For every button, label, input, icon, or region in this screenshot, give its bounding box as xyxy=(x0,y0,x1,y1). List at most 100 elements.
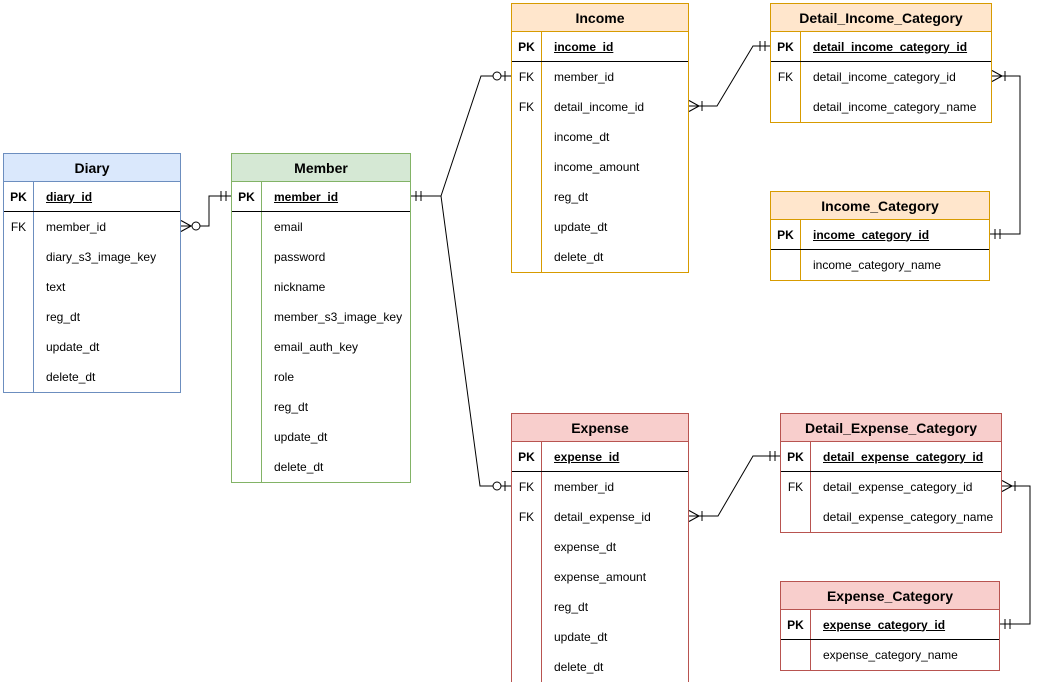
entity-row: detail_expense_category_name xyxy=(781,502,1001,532)
row-field-name: text xyxy=(46,280,66,294)
row-field-name: member_id xyxy=(554,480,615,494)
row-field-name: expense_id xyxy=(554,449,620,464)
row-key-label xyxy=(512,152,542,182)
connector-detail_income_category-income_category[interactable] xyxy=(990,70,1021,240)
row-key-label: PK xyxy=(771,32,801,61)
row-field-name: email_auth_key xyxy=(274,340,359,354)
row-field-name: member_s3_image_key xyxy=(274,310,403,324)
entity-row: member_s3_image_key xyxy=(232,302,410,332)
entity-row: expense_dt xyxy=(512,532,688,562)
entity-title-expense: Expense xyxy=(512,414,688,442)
row-field-name: expense_category_name xyxy=(823,648,958,662)
row-key-label xyxy=(4,242,34,272)
row-field-name: reg_dt xyxy=(46,310,81,324)
row-key-label xyxy=(232,422,262,452)
connector-member-expense[interactable] xyxy=(411,191,511,491)
row-key-label xyxy=(781,640,811,670)
row-field-name: income_dt xyxy=(554,130,610,144)
row-field-name: detail_income_id xyxy=(554,100,645,114)
entity-row: text xyxy=(4,272,180,302)
connector-expense-detail_expense_category[interactable] xyxy=(688,451,780,522)
entity-row: role xyxy=(232,362,410,392)
row-field-name: expense_amount xyxy=(554,570,647,584)
row-field-name: delete_dt xyxy=(46,370,96,384)
row-key-label: PK xyxy=(232,182,262,211)
entity-title-expense_category: Expense_Category xyxy=(781,582,999,610)
row-key-label: PK xyxy=(781,442,811,471)
row-field-name: delete_dt xyxy=(554,250,604,264)
row-key-label xyxy=(512,652,542,682)
entity-row: expense_amount xyxy=(512,562,688,592)
row-field-name: reg_dt xyxy=(554,600,589,614)
row-key-label xyxy=(4,302,34,332)
entity-title-diary: Diary xyxy=(4,154,180,182)
entity-row: update_dt xyxy=(4,332,180,362)
row-key-label: PK xyxy=(781,610,811,639)
connector-member-income[interactable] xyxy=(411,71,511,201)
entity-row: income_category_name xyxy=(771,250,989,280)
entity-row: FK detail_income_category_id xyxy=(771,62,991,92)
row-field-name: member_id xyxy=(46,220,107,234)
entity-row: email_auth_key xyxy=(232,332,410,362)
row-key-label xyxy=(4,362,34,392)
row-field-name: detail_expense_category_name xyxy=(823,510,994,524)
row-field-name: nickname xyxy=(274,280,326,294)
entity-row: reg_dt xyxy=(512,592,688,622)
row-field-name: detail_expense_id xyxy=(554,510,651,524)
row-key-label xyxy=(512,592,542,622)
row-field-name: income_category_id xyxy=(813,227,930,242)
row-key-label xyxy=(512,242,542,272)
row-key-label xyxy=(771,92,801,122)
row-key-label xyxy=(232,242,262,272)
row-field-name: update_dt xyxy=(274,430,328,444)
entity-row: nickname xyxy=(232,272,410,302)
connector-diary-member[interactable] xyxy=(180,191,231,232)
entity-row: update_dt xyxy=(512,622,688,652)
entity-row: email xyxy=(232,212,410,242)
row-key-label: PK xyxy=(512,442,542,471)
entity-row: update_dt xyxy=(512,212,688,242)
row-key-label: FK xyxy=(512,472,542,502)
row-key-label: FK xyxy=(781,472,811,502)
row-field-name: role xyxy=(274,370,295,384)
row-key-label xyxy=(771,250,801,280)
entity-row: income_dt xyxy=(512,122,688,152)
entity-title-income_category: Income_Category xyxy=(771,192,989,220)
row-key-label: FK xyxy=(4,212,34,242)
connector-income-detail_income_category[interactable] xyxy=(688,41,770,112)
row-field-name: diary_id xyxy=(46,189,93,204)
entity-row: reg_dt xyxy=(512,182,688,212)
row-field-name: detail_income_category_id xyxy=(813,70,956,84)
entity-row: FK detail_income_id xyxy=(512,92,688,122)
row-field-name: income_amount xyxy=(554,160,640,174)
row-key-label: FK xyxy=(771,62,801,92)
row-key-label xyxy=(232,302,262,332)
row-field-name: expense_category_id xyxy=(823,617,946,632)
row-key-label: FK xyxy=(512,92,542,122)
row-key-label xyxy=(512,122,542,152)
row-key-label xyxy=(512,562,542,592)
entity-row: password xyxy=(232,242,410,272)
row-key-label xyxy=(232,332,262,362)
connector-detail_expense_category-expense_category[interactable] xyxy=(1000,480,1031,630)
entity-title-member: Member xyxy=(232,154,410,182)
entity-row: delete_dt xyxy=(232,452,410,482)
entity-title-income: Income xyxy=(512,4,688,32)
entity-row: delete_dt xyxy=(512,652,688,682)
